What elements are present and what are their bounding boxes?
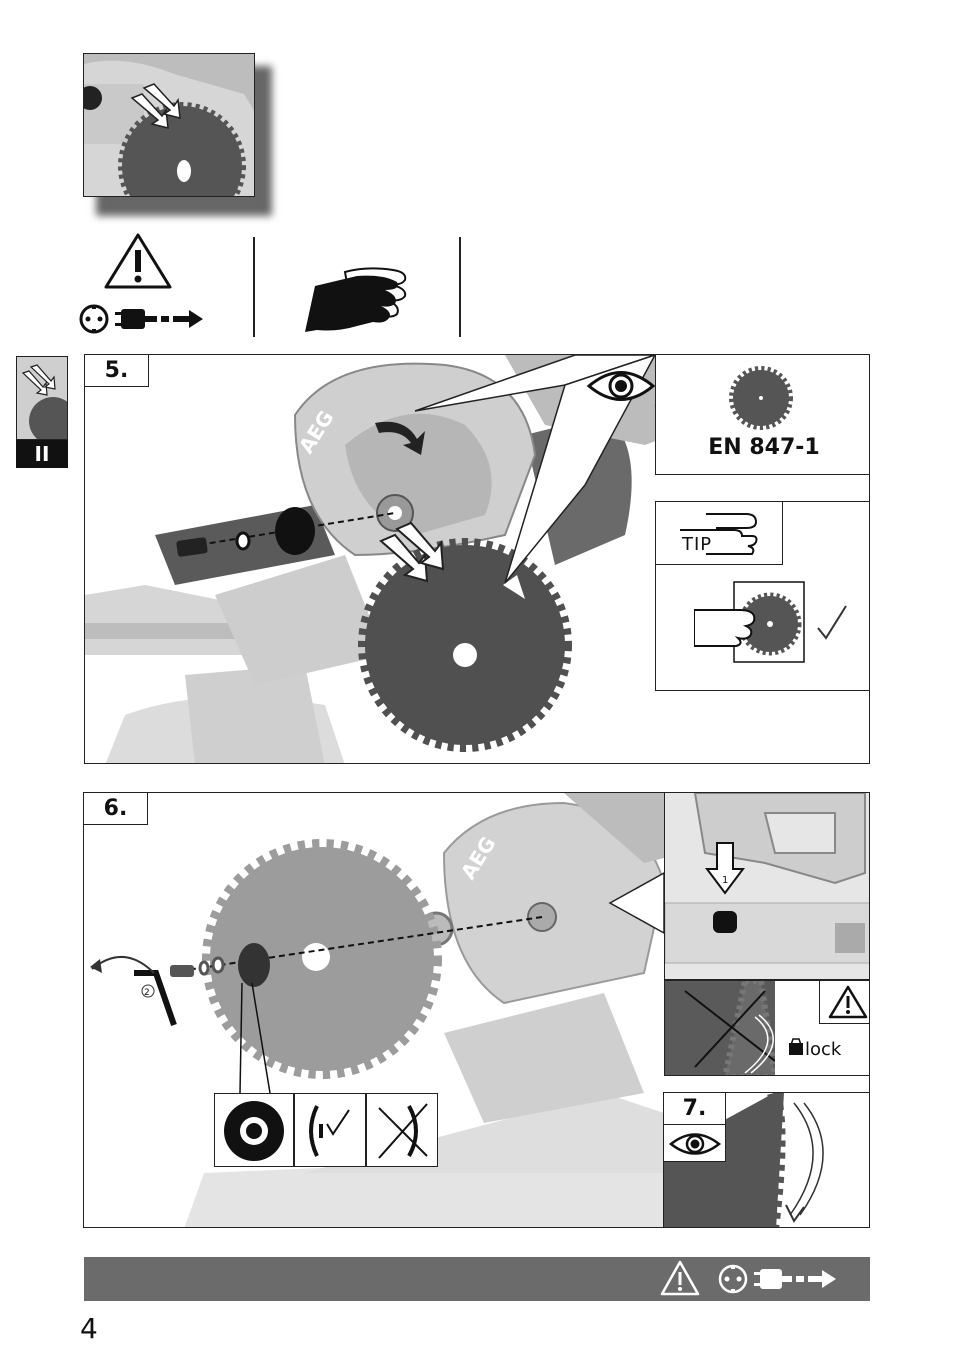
side-tab-label: II	[16, 440, 68, 468]
warning-icon	[103, 232, 173, 290]
warning-icon	[660, 1260, 700, 1296]
eye-icon	[585, 365, 657, 407]
divider	[365, 1094, 367, 1166]
side-tab-thumbnail	[16, 356, 68, 440]
check-icon	[327, 1110, 349, 1134]
unplug-icon	[716, 1264, 840, 1294]
step-7-eye-box	[663, 1124, 726, 1162]
washer	[237, 533, 249, 549]
flange-icon	[221, 1100, 287, 1162]
thumbnail-illustration	[84, 54, 255, 197]
divider	[459, 237, 461, 337]
tip-label: TIP	[682, 534, 712, 555]
step-7-panel: 7.	[663, 1092, 870, 1228]
unplug-icon	[77, 304, 207, 334]
marker-2: 2	[144, 988, 150, 998]
safety-icons-row	[75, 232, 475, 340]
bolt	[170, 965, 194, 977]
eye-icon	[668, 1129, 722, 1159]
check-icon	[818, 606, 846, 638]
divider	[253, 237, 255, 337]
norm-panel: EN 847-1	[655, 354, 870, 475]
tip-panel: TIP	[655, 501, 870, 691]
spindle-lock-detail: 1	[664, 792, 870, 980]
lock-label: lock	[805, 1039, 841, 1060]
lock-button	[713, 911, 737, 933]
step-6-number: 6.	[84, 793, 148, 825]
thumbnail-blade-swap	[83, 53, 255, 197]
warning-box	[819, 980, 870, 1024]
step-5-number: 5.	[85, 355, 149, 387]
gloves-icon	[297, 262, 412, 334]
swap-arrows-icon	[23, 365, 55, 395]
blade-icon	[728, 365, 794, 431]
blade-in-sleeve-illustration	[694, 580, 864, 670]
bottom-warning-banner	[84, 1257, 870, 1301]
step-7-number: 7.	[664, 1093, 726, 1125]
norm-label: EN 847-1	[656, 435, 870, 460]
warning-icon	[828, 985, 868, 1019]
marker-1: 1	[722, 875, 728, 886]
divider	[293, 1094, 295, 1166]
flange-icon	[238, 943, 270, 987]
tip-header: TIP	[655, 501, 783, 565]
flange-wrong-icon	[371, 1100, 433, 1162]
page-number: 4	[80, 1312, 98, 1345]
step-5-panel: AEG 5. EN 847-1	[84, 354, 870, 764]
flange-correct-icon	[301, 1100, 361, 1162]
flange-detail	[214, 1093, 438, 1167]
lock-warning-detail: lock	[664, 980, 870, 1076]
flange-icon	[275, 507, 315, 555]
